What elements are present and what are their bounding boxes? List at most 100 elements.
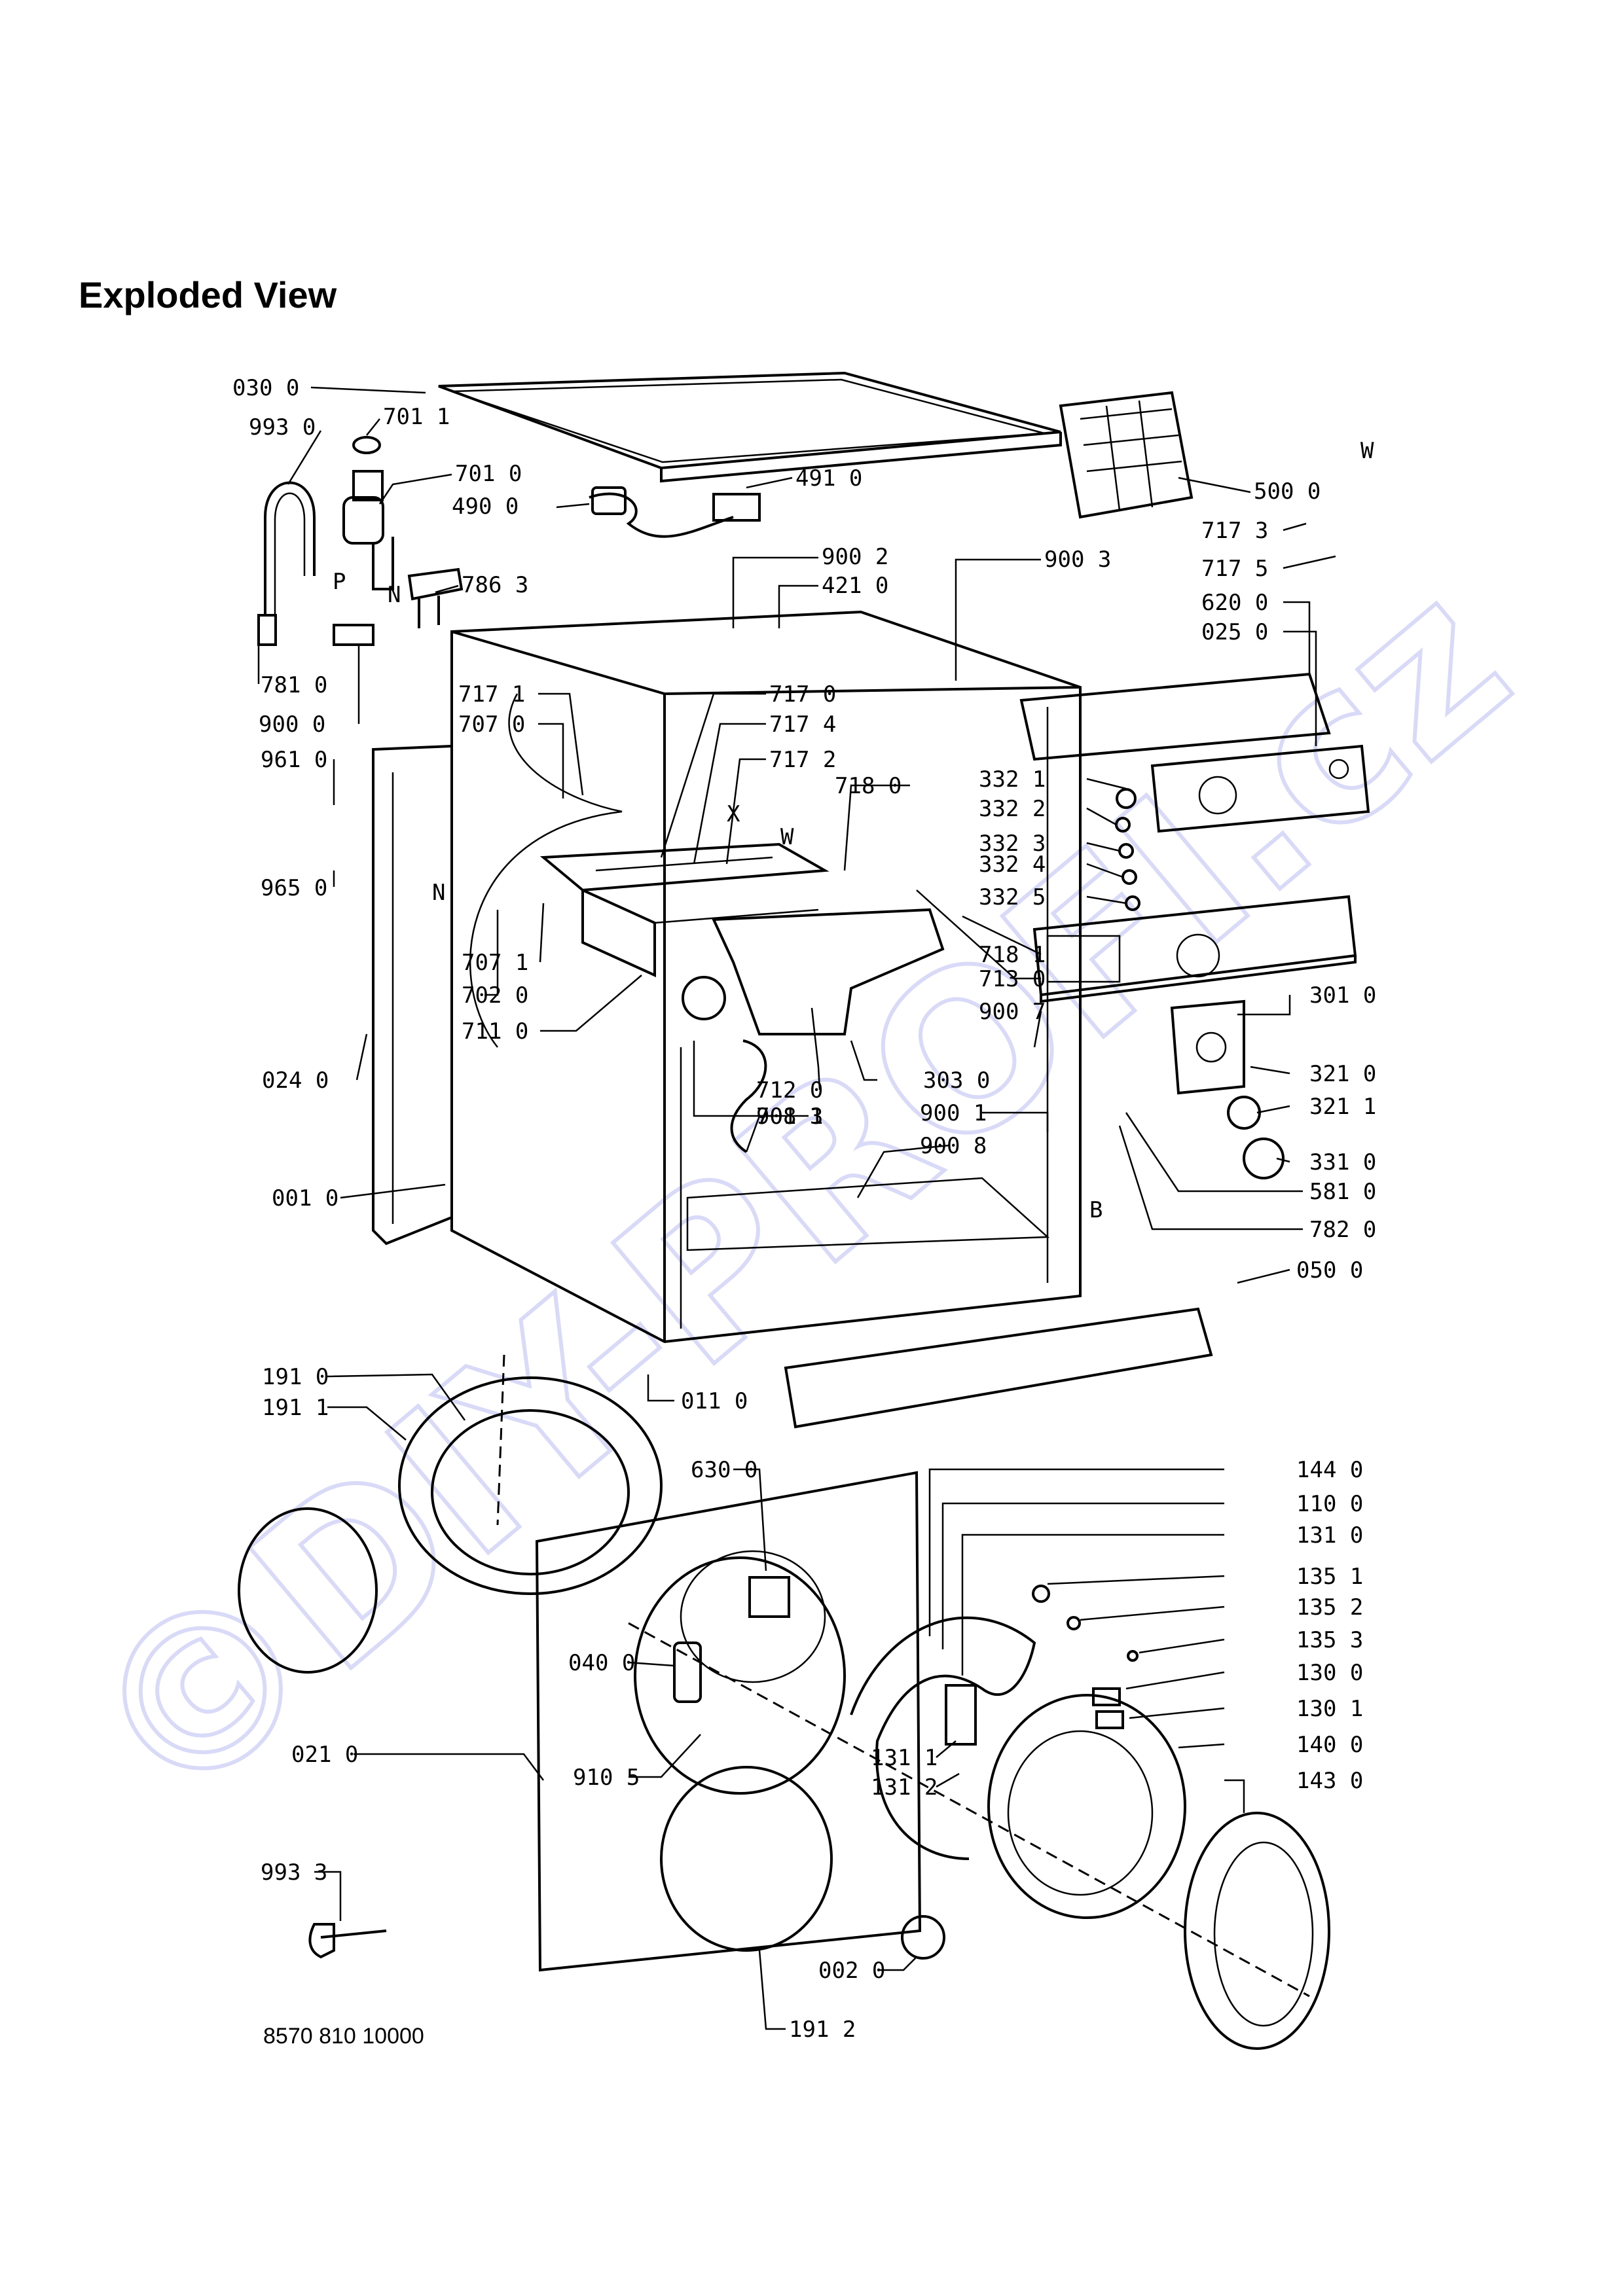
marker-n-side: N [432,880,445,906]
callout-321-1: 321 1 [1309,1094,1376,1120]
callout-717-3: 717 3 [1201,518,1268,544]
callout-144-0: 144 0 [1296,1457,1363,1483]
callout-191-0: 191 0 [262,1364,329,1390]
callout-500-0: 500 0 [1254,478,1321,505]
callout-491-0: 491 0 [795,465,862,492]
callout-191-1: 191 1 [262,1395,329,1421]
marker-p: P [333,569,346,595]
callout-490-0: 490 0 [452,493,519,520]
callout-786-3: 786 3 [462,572,528,598]
drawing-number: 8570 810 10000 [263,2024,424,2049]
spanner-tool-part [308,1923,387,1959]
callout-993-3: 993 3 [261,1859,327,1886]
callout-131-2: 131 2 [871,1774,938,1801]
callout-782-0: 782 0 [1309,1217,1376,1243]
callout-993-0: 993 0 [249,414,316,440]
callout-303-0: 303 0 [923,1067,990,1094]
callout-708-1: 708 1 [756,1103,823,1130]
callout-910-5: 910 5 [573,1765,640,1791]
marker-w-module: W [1360,438,1374,464]
callout-002-0: 002 0 [818,1958,885,1984]
inlet-hose-part [257,481,316,646]
electronic-module-part [1059,391,1194,519]
callout-143-0: 143 0 [1296,1768,1363,1794]
callout-024-0: 024 0 [262,1067,329,1094]
marker-b: B [1089,1197,1103,1223]
callout-701-1: 701 1 [383,404,450,430]
plinth-part [784,1307,1213,1429]
callout-717-4: 717 4 [769,711,836,738]
callout-620-0: 620 0 [1201,590,1268,616]
callout-712-0: 712 0 [756,1077,823,1103]
callout-717-2: 717 2 [769,747,836,773]
door-axis-line [628,1622,1310,1998]
callout-030-0: 030 0 [232,375,299,401]
filter-cap-part [901,1915,945,1960]
callout-965-0: 965 0 [261,875,327,901]
side-panel-part [372,744,453,1246]
callout-011-0: 011 0 [681,1388,748,1414]
door-ring-part [1184,1812,1330,2050]
callout-331-0: 331 0 [1309,1149,1376,1175]
callout-900-1: 900 1 [920,1100,987,1126]
control-board-part [1019,672,1370,833]
control-panel-part [1032,895,1357,1003]
front-panel-part [535,1471,922,1972]
callout-001-0: 001 0 [272,1185,338,1211]
callout-581-0: 581 0 [1309,1179,1376,1205]
callout-717-1: 717 1 [458,681,525,708]
callout-131-1: 131 1 [871,1745,938,1771]
callout-135-3: 135 3 [1296,1627,1363,1653]
callout-332-3: 332 3 [979,831,1046,857]
callout-961-0: 961 0 [261,747,327,773]
callout-332-1: 332 1 [979,766,1046,793]
door-seal-part [238,1354,663,1674]
callout-110-0: 110 0 [1296,1491,1363,1517]
callout-labels: 030 0 993 0 701 1 701 0 490 0 491 0 786 … [232,375,1376,2043]
callout-130-0: 130 0 [1296,1660,1363,1686]
marker-letters: P N N X W W B [333,438,1374,1223]
callout-718-1: 718 1 [979,942,1046,968]
mains-cable-part [589,486,761,538]
callout-713-0: 713 0 [979,966,1046,992]
callout-900-7: 900 7 [979,999,1046,1025]
hinge-parts [945,1585,1139,1746]
callout-135-2: 135 2 [1296,1594,1363,1621]
page-title: Exploded View [79,274,337,315]
top-cover-part [438,371,1062,483]
callout-191-2: 191 2 [789,2017,856,2043]
knob-parts [1115,788,1140,911]
callout-140-0: 140 0 [1296,1732,1363,1758]
callout-707-0: 707 0 [458,711,525,738]
callout-040-0: 040 0 [568,1650,635,1676]
callout-781-0: 781 0 [261,672,327,698]
door-handle-part [673,1641,702,1703]
marker-n-valve: N [388,582,401,608]
callout-630-0: 630 0 [691,1457,757,1483]
leader-lines [257,386,1336,2030]
callout-900-8: 900 8 [920,1133,987,1159]
callout-421-0: 421 0 [822,573,888,599]
callout-332-5: 332 5 [979,884,1046,910]
callout-332-4: 332 4 [979,852,1046,878]
door-glass-part [987,1694,1186,1919]
callout-711-0: 711 0 [462,1018,528,1045]
callout-900-2: 900 2 [822,544,888,570]
detergent-dispenser-part [539,842,945,1035]
bellows-hose-part [682,976,767,1153]
callout-717-0: 717 0 [769,681,836,708]
marker-w-drawer: W [780,824,794,850]
callout-718-0: 718 0 [835,773,902,799]
callout-901-3: 901 3 [756,1103,823,1130]
callout-900-3: 900 3 [1044,547,1111,573]
callout-900-0: 900 0 [259,711,325,738]
inlet-valve-part [342,436,394,590]
program-selector-part [1170,999,1285,1179]
callout-021-0: 021 0 [291,1742,358,1768]
callout-025-0: 025 0 [1201,619,1268,645]
clip-part [333,624,374,646]
callout-301-0: 301 0 [1309,982,1376,1009]
callout-702-0: 702 0 [462,982,528,1009]
